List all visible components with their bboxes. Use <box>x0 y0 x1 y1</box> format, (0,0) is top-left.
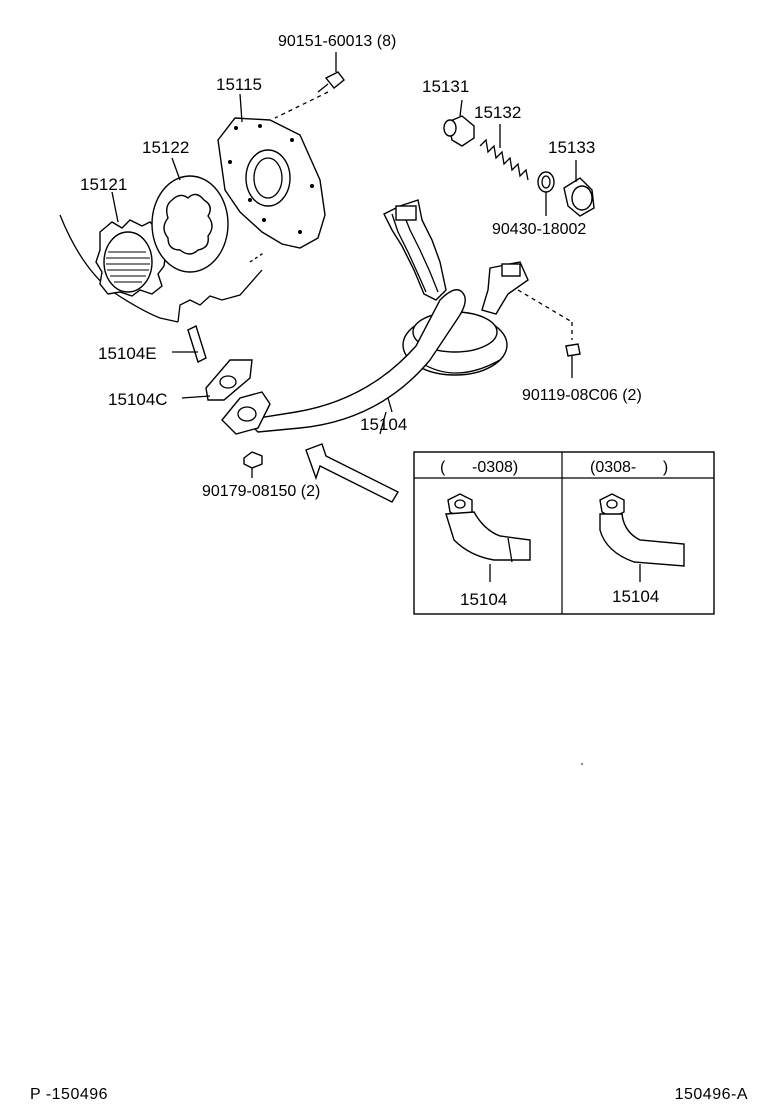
nut-90179-08150 <box>243 451 263 478</box>
gasket-90430-18002 <box>537 171 555 216</box>
label-15122: 15122 <box>142 138 189 157</box>
leader-15104 <box>379 411 387 435</box>
inset-left-header: ( -0308) <box>440 459 518 476</box>
relief-valve-15131 <box>443 99 475 147</box>
inset-left-part-label: 15104 <box>460 590 507 609</box>
label-nut-08150: 90179-08150 (2) <box>202 483 320 500</box>
leader-15121 <box>111 191 119 223</box>
speck <box>581 763 583 765</box>
inset-right-header: (0308- ) <box>590 459 668 476</box>
driven-rotor-15122 <box>151 175 229 273</box>
plug-15133 <box>563 160 595 217</box>
label-bolt-60013: 90151-60013 (8) <box>278 33 396 50</box>
label-15121: 15121 <box>80 175 127 194</box>
footer-right-code: 150496-A <box>674 1086 748 1103</box>
drive-gear-15121 <box>95 219 167 297</box>
footer-left-code: P -150496 <box>30 1086 109 1103</box>
direction-arrow <box>305 443 399 503</box>
pump-cover-15115 <box>217 117 326 249</box>
oil-strainer-15104 <box>221 199 573 435</box>
label-15115: 15115 <box>216 75 262 94</box>
gasket-15104C <box>181 359 253 401</box>
stud-15104E <box>172 325 207 363</box>
label-bolt-08C06: 90119-08C06 (2) <box>522 387 642 404</box>
label-15104C: 15104C <box>108 390 168 409</box>
label-15104E: 15104E <box>98 344 157 363</box>
label-15131: 15131 <box>422 77 469 96</box>
inset-right-pipe <box>599 493 685 582</box>
leader-15115 <box>239 93 243 123</box>
bolt-90119-08C06 <box>565 343 581 378</box>
label-15132: 15132 <box>474 103 521 122</box>
bolt-90151-60013 <box>274 52 345 119</box>
inset-left-pipe <box>445 493 531 582</box>
relief-spring-15132 <box>479 124 529 181</box>
leader-15122 <box>171 157 181 181</box>
inset-right-part-label: 15104 <box>612 587 659 606</box>
label-15104: 15104 <box>360 415 407 434</box>
label-15133: 15133 <box>548 138 595 157</box>
variant-inset-box <box>413 451 715 615</box>
label-gasket-18002: 90430-18002 <box>492 221 586 238</box>
